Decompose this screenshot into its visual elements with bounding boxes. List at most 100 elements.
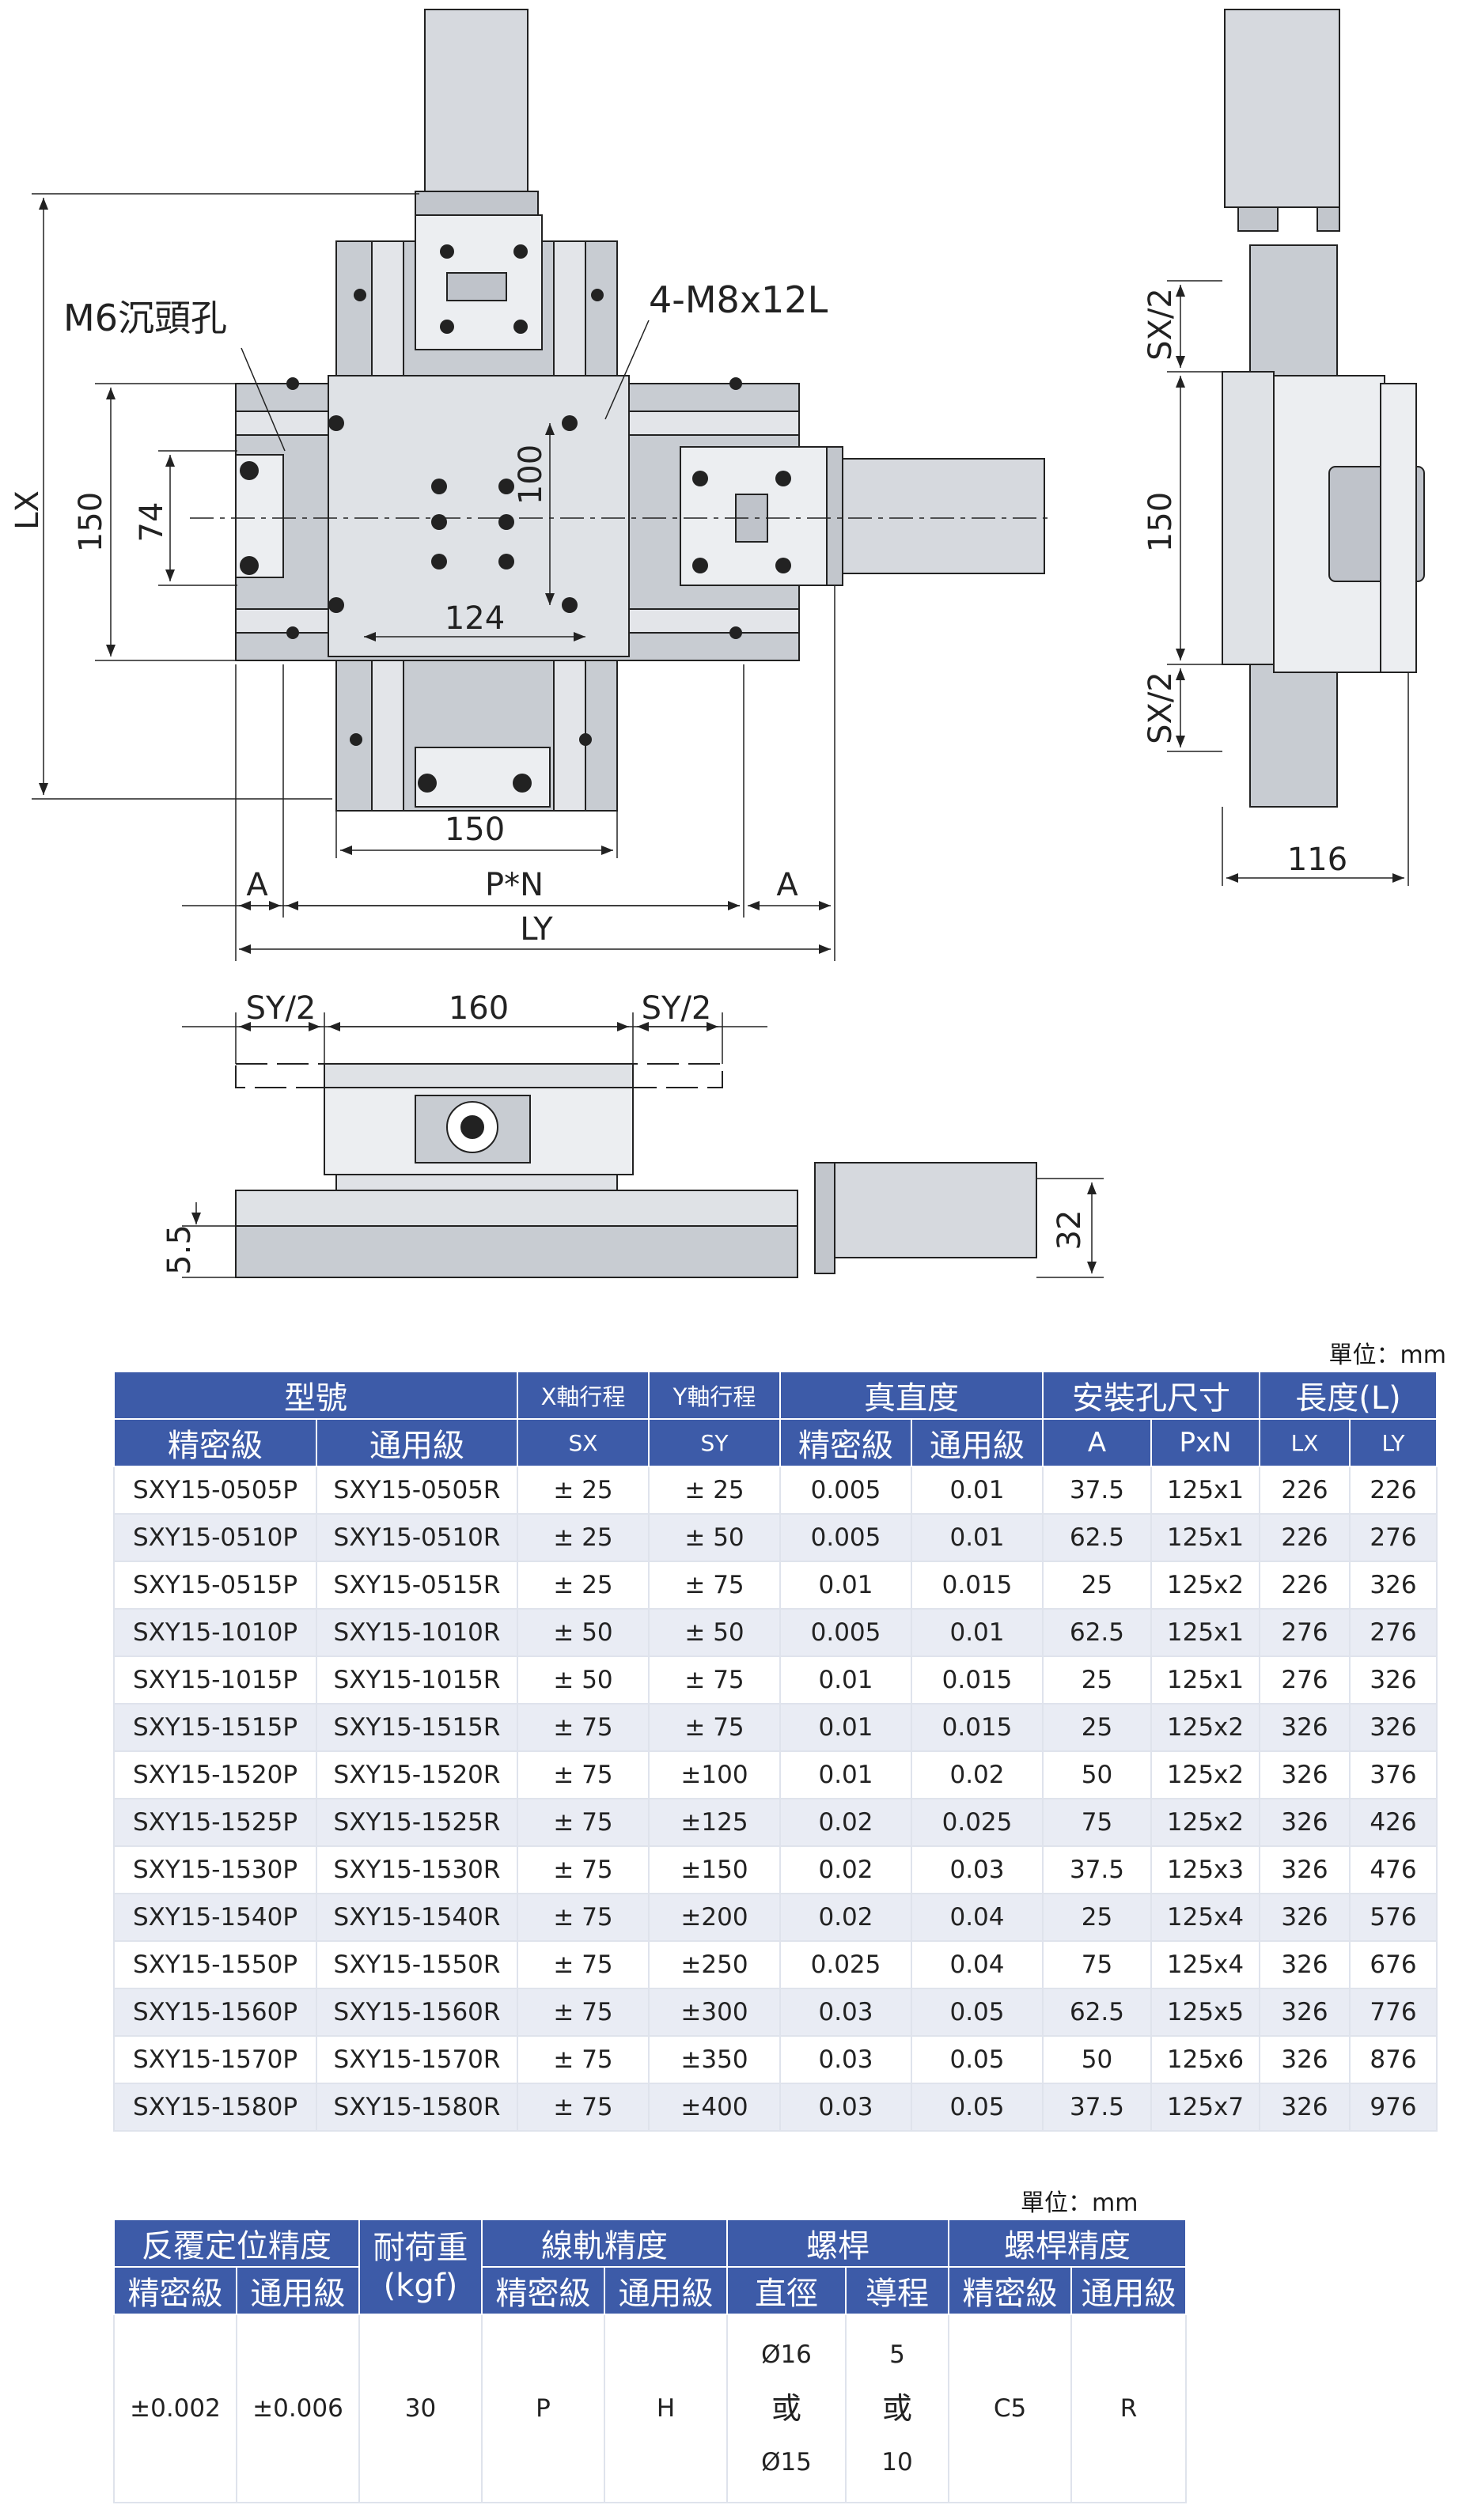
cell-straight-precision: 0.03 bbox=[779, 2035, 912, 2084]
cell-straight-general: 0.015 bbox=[911, 1703, 1044, 1752]
sub2-rail-precision: 精密級 bbox=[481, 2266, 605, 2315]
cell-straight-general: 0.01 bbox=[911, 1513, 1044, 1562]
sub2-rep-precision: 精密級 bbox=[113, 2266, 237, 2315]
cell-length-lx: 326 bbox=[1259, 2035, 1351, 2084]
cell-stroke-sx: ± 50 bbox=[517, 1655, 650, 1705]
cell-model-precision: SXY15-1520P bbox=[113, 1750, 317, 1799]
cell-model-precision: SXY15-1570P bbox=[113, 2035, 317, 2084]
cell-stroke-sy: ± 75 bbox=[648, 1561, 781, 1610]
sub-lx: LX bbox=[1259, 1418, 1351, 1467]
cell-stroke-sy: ±300 bbox=[648, 1988, 781, 2037]
cell-straight-precision: 0.01 bbox=[779, 1561, 912, 1610]
cell-straight-precision: 0.005 bbox=[779, 1466, 912, 1515]
cell-length-lx: 326 bbox=[1259, 1893, 1351, 1942]
spec-table-models: 型號 X軸行程 Y軸行程 真直度 安裝孔尺寸 長度(L) 精密級 通用級 SX … bbox=[113, 1371, 1438, 2132]
hdr-screw-accuracy: 螺桿精度 bbox=[948, 2219, 1187, 2268]
sub2-rep-general: 通用級 bbox=[236, 2266, 360, 2315]
cell-length-ly: 676 bbox=[1349, 1940, 1438, 1989]
cell-straight-general: 0.05 bbox=[911, 2083, 1044, 2132]
sub-straight-precision: 精密級 bbox=[779, 1418, 912, 1467]
cell-length-lx: 326 bbox=[1259, 1988, 1351, 2037]
cell-stroke-sy: ±400 bbox=[648, 2083, 781, 2132]
diameter-option-2: Ø15 bbox=[761, 2448, 812, 2476]
cell-stroke-sy: ± 75 bbox=[648, 1655, 781, 1705]
hdr-mount-hole: 安裝孔尺寸 bbox=[1042, 1371, 1260, 1420]
sub2-diameter: 直徑 bbox=[726, 2266, 847, 2315]
dim-a-right: A bbox=[776, 867, 798, 903]
sub-general: 通用級 bbox=[316, 1418, 518, 1467]
diameter-or: 或 bbox=[771, 2391, 801, 2426]
cell-mount-a: 37.5 bbox=[1042, 2083, 1152, 2132]
cell-mount-pxn: 125x1 bbox=[1150, 1608, 1260, 1657]
cell-mount-pxn: 125x4 bbox=[1150, 1940, 1260, 1989]
cell-stroke-sx: ± 25 bbox=[517, 1513, 650, 1562]
cell-model-precision: SXY15-1515P bbox=[113, 1703, 317, 1752]
cell-mount-pxn: 125x3 bbox=[1150, 1845, 1260, 1894]
cell-mount-a: 37.5 bbox=[1042, 1845, 1152, 1894]
cell-mount-pxn: 125x1 bbox=[1150, 1655, 1260, 1705]
counterbore-callout: M6沉頭孔 bbox=[63, 297, 227, 339]
cell-mount-a: 62.5 bbox=[1042, 1608, 1152, 1657]
cell-mount-a: 75 bbox=[1042, 1940, 1152, 1989]
sub2-rail-general: 通用級 bbox=[604, 2266, 728, 2315]
dim-sx-half-bottom: SX/2 bbox=[1142, 672, 1179, 744]
cell-straight-general: 0.01 bbox=[911, 1608, 1044, 1657]
mounting-holes bbox=[240, 244, 791, 793]
top-view-dimensions bbox=[32, 193, 835, 961]
cell-model-general: SXY15-1520R bbox=[316, 1750, 518, 1799]
val-screw-general: R bbox=[1070, 2314, 1187, 2503]
cell-length-ly: 326 bbox=[1349, 1703, 1438, 1752]
cell-straight-general: 0.05 bbox=[911, 2035, 1044, 2084]
cell-model-general: SXY15-1530R bbox=[316, 1845, 518, 1894]
dim-124: 124 bbox=[445, 600, 505, 637]
cell-model-precision: SXY15-0515P bbox=[113, 1561, 317, 1610]
cell-length-lx: 326 bbox=[1259, 1845, 1351, 1894]
thread-callout: 4-M8x12L bbox=[649, 278, 828, 321]
dim-100: 100 bbox=[513, 445, 549, 505]
cell-stroke-sx: ± 75 bbox=[517, 1940, 650, 1989]
cell-length-lx: 226 bbox=[1259, 1466, 1351, 1515]
cell-model-general: SXY15-1525R bbox=[316, 1798, 518, 1847]
val-rail-precision: P bbox=[481, 2314, 605, 2503]
cell-straight-precision: 0.02 bbox=[779, 1798, 912, 1847]
cell-mount-pxn: 125x2 bbox=[1150, 1703, 1260, 1752]
side-view-dimensions bbox=[1167, 280, 1409, 886]
sub-ly: LY bbox=[1349, 1418, 1438, 1467]
cell-length-lx: 326 bbox=[1259, 1798, 1351, 1847]
sub-precision: 精密級 bbox=[113, 1418, 317, 1467]
side-view-labels: SX/2 150 SX/2 116 bbox=[1142, 288, 1347, 878]
cell-length-lx: 276 bbox=[1259, 1608, 1351, 1657]
cell-length-lx: 276 bbox=[1259, 1655, 1351, 1705]
cell-straight-general: 0.04 bbox=[911, 1893, 1044, 1942]
cell-stroke-sx: ± 75 bbox=[517, 1750, 650, 1799]
dim-sx-half-top: SX/2 bbox=[1142, 288, 1179, 361]
cell-length-ly: 326 bbox=[1349, 1561, 1438, 1610]
sub-pxn: PxN bbox=[1150, 1418, 1260, 1467]
cell-model-precision: SXY15-1560P bbox=[113, 1988, 317, 2037]
cell-mount-a: 75 bbox=[1042, 1798, 1152, 1847]
cell-straight-precision: 0.03 bbox=[779, 2083, 912, 2132]
cell-stroke-sy: ±350 bbox=[648, 2035, 781, 2084]
cell-mount-pxn: 125x2 bbox=[1150, 1750, 1260, 1799]
dim-a-left: A bbox=[246, 867, 268, 903]
cell-model-general: SXY15-1015R bbox=[316, 1655, 518, 1705]
cell-mount-pxn: 125x7 bbox=[1150, 2083, 1260, 2132]
hdr-screw: 螺桿 bbox=[726, 2219, 949, 2268]
cell-mount-a: 25 bbox=[1042, 1703, 1152, 1752]
cell-model-precision: SXY15-1550P bbox=[113, 1940, 317, 1989]
cell-stroke-sx: ± 75 bbox=[517, 2083, 650, 2132]
cell-stroke-sx: ± 75 bbox=[517, 1798, 650, 1847]
dim-150-left: 150 bbox=[73, 492, 109, 552]
dim-lx: LX bbox=[9, 490, 46, 530]
cell-model-general: SXY15-1550R bbox=[316, 1940, 518, 1989]
sub2-lead: 導程 bbox=[845, 2266, 949, 2315]
cell-mount-pxn: 125x1 bbox=[1150, 1466, 1260, 1515]
dim-side-150: 150 bbox=[1142, 492, 1179, 552]
